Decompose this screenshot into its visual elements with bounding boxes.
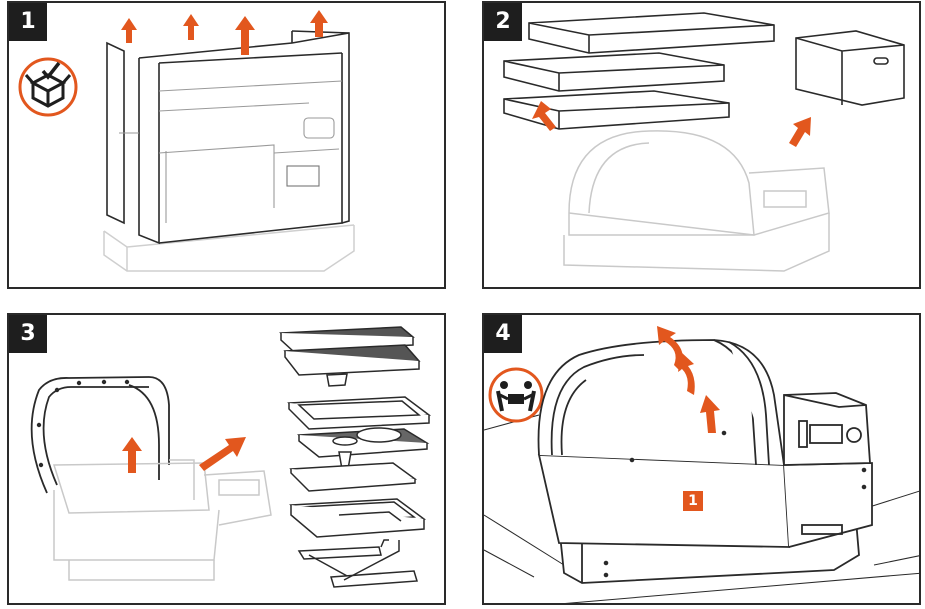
open-lid: [30, 376, 170, 494]
grill-inside-box: [119, 80, 343, 223]
step-1-panel: 1: [7, 1, 446, 289]
grill-faded: [563, 130, 830, 272]
foam-layers: [503, 12, 775, 130]
step-1-illustration: [18, 10, 355, 272]
grill: [537, 339, 873, 584]
two-person-lift-icon: [488, 367, 544, 423]
cardboard-box: [106, 30, 350, 245]
step-3-panel: 3: [7, 313, 446, 605]
step-4-number: 4: [484, 315, 522, 353]
remove-arrows: [532, 101, 811, 147]
unbox-icon: [18, 57, 78, 117]
grill-base-faded: [103, 224, 355, 272]
grill-body-faded: [52, 459, 272, 581]
step-4-panel: 4: [482, 313, 921, 605]
lift-hood-arrows: [657, 326, 720, 433]
step-1-number: 1: [9, 3, 47, 41]
step-3-illustration: [30, 326, 432, 588]
lift-arrows: [121, 10, 328, 55]
remove-parts-arrows: [122, 437, 246, 473]
step-2-panel: 2: [482, 1, 921, 289]
step-3-number: 3: [9, 315, 47, 353]
step-2-illustration: [503, 12, 905, 272]
part-label: 1: [683, 491, 703, 511]
exploded-parts: [279, 326, 432, 588]
step-2-number: 2: [484, 3, 522, 41]
accessory-box: [795, 30, 905, 106]
floor-lines: [484, 414, 919, 603]
step-4-illustration: [484, 326, 919, 603]
